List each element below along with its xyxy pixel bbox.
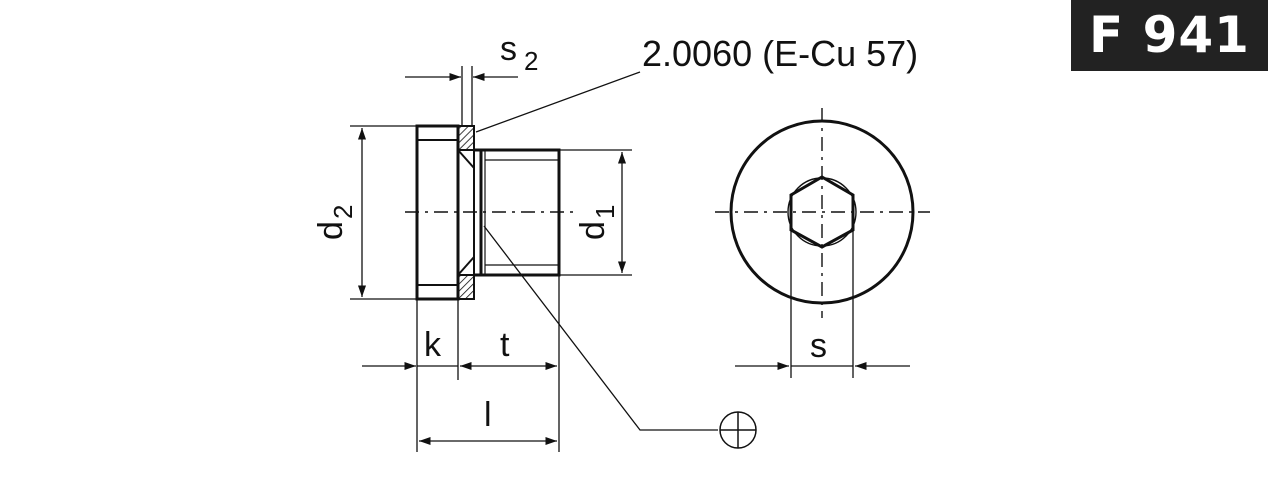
svg-text:2: 2 (524, 46, 538, 76)
svg-text:s: s (500, 30, 517, 68)
svg-text:2: 2 (328, 205, 358, 219)
circle-cross-symbol (719, 411, 757, 449)
hex-socket (789, 175, 855, 249)
s-label: s (810, 327, 827, 365)
d1-label: d 1 (574, 205, 620, 240)
svg-text:d: d (574, 221, 612, 240)
material-leader-line (475, 71, 641, 133)
svg-text:1: 1 (590, 205, 620, 219)
threaded-shank (479, 148, 561, 277)
product-code-badge: F 941 (1071, 0, 1268, 71)
l-label: l (484, 396, 492, 434)
k-label: k (424, 326, 442, 364)
svg-text:d: d (312, 221, 350, 240)
d2-label: d 2 (312, 205, 358, 240)
s2-label: s 2 (500, 30, 538, 76)
sealing-ring-bottom (457, 274, 475, 300)
sealing-ring-top (457, 125, 475, 151)
plug-outer-circle (729, 119, 915, 305)
dimension-lines (350, 66, 718, 452)
t-label: t (500, 326, 510, 364)
symbol-leader-line (483, 225, 718, 431)
hex-socket-inner-circle (787, 177, 857, 247)
front-view (715, 108, 930, 378)
plug-head (415, 124, 460, 301)
material-callout: 2.0060 (E-Cu 57) (642, 33, 918, 74)
side-view (405, 124, 575, 301)
